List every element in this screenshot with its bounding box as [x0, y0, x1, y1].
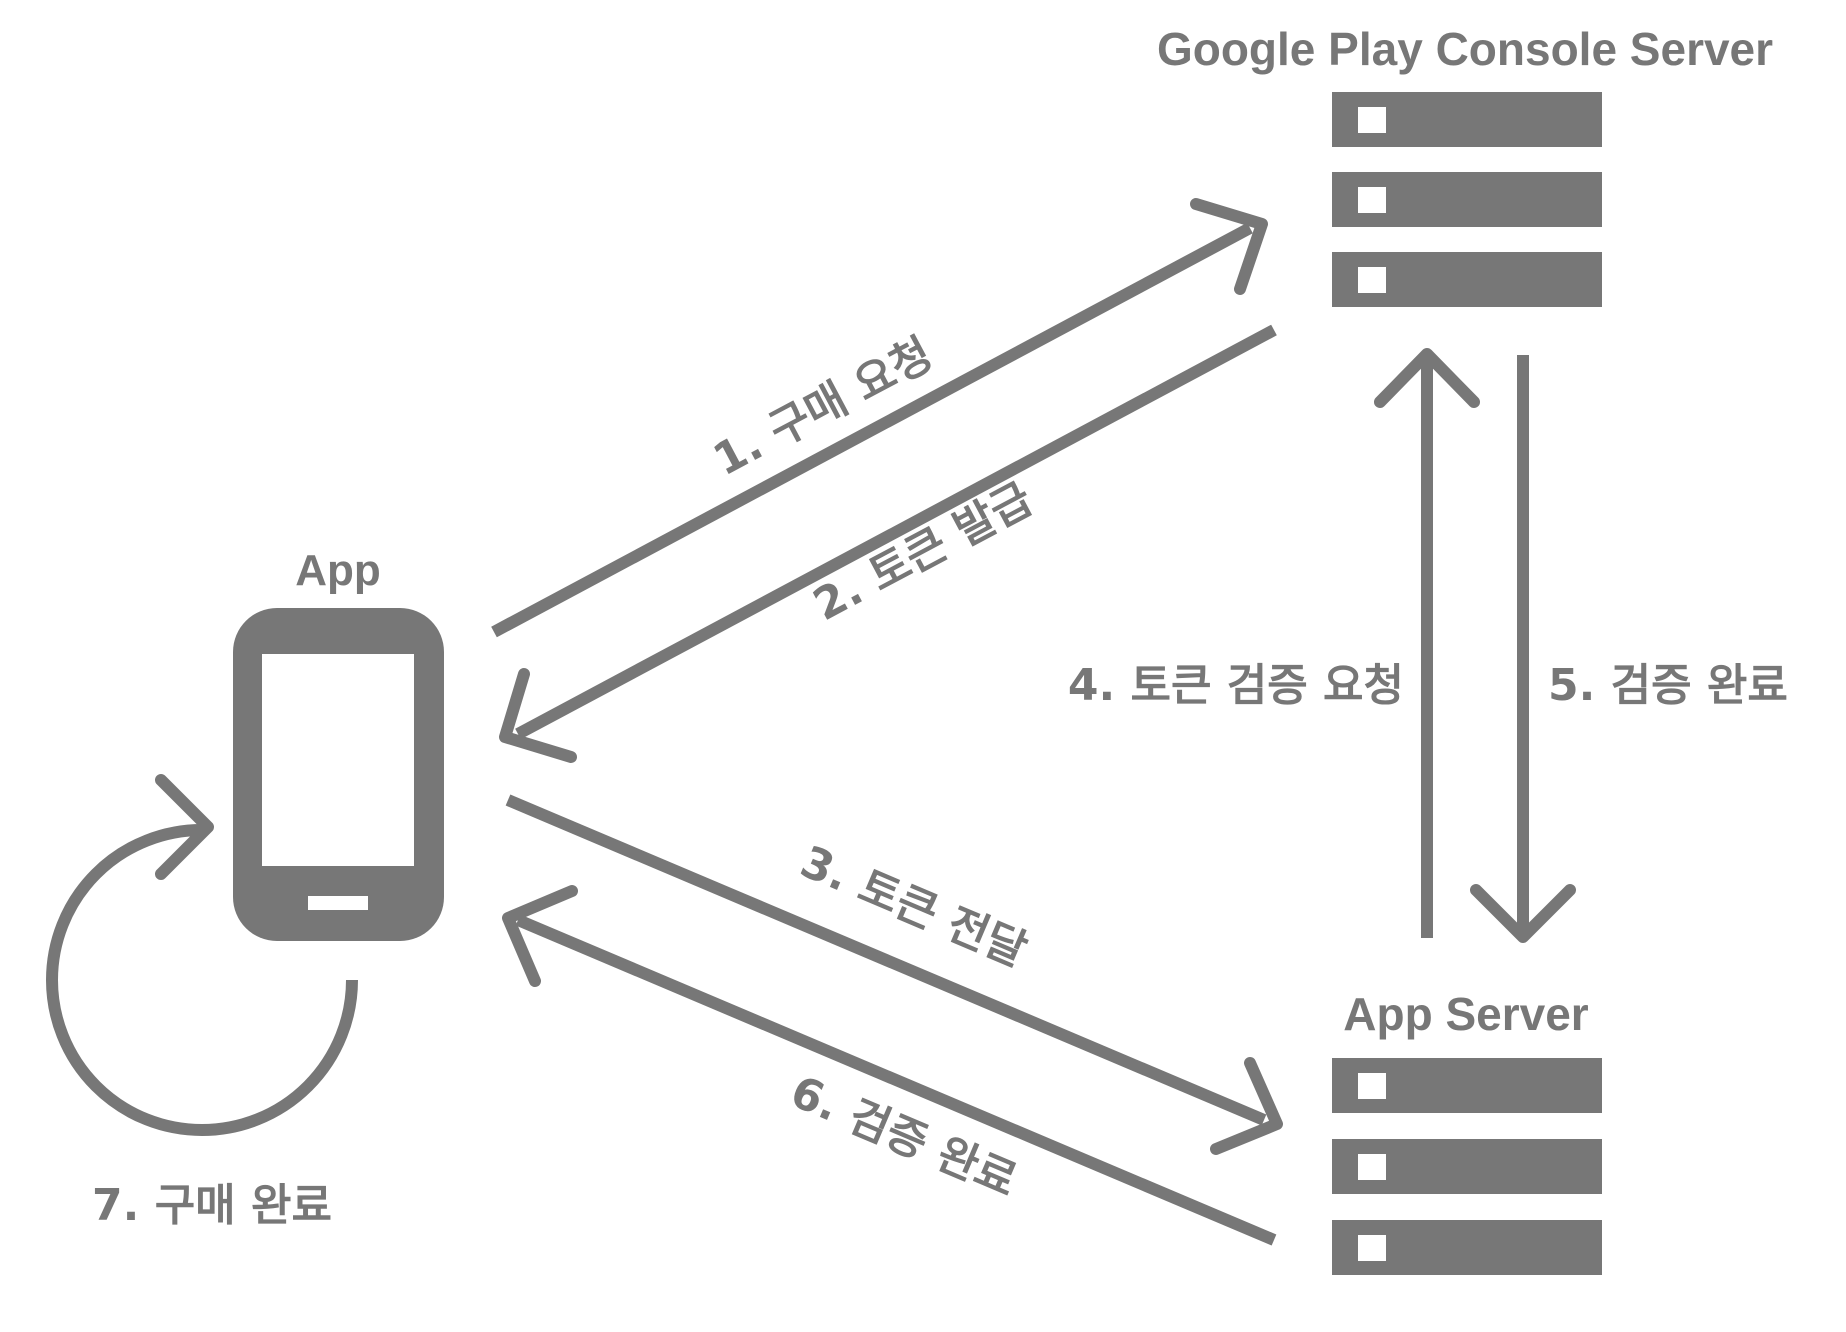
step3-label: 3. 토큰 전달	[793, 836, 1034, 977]
google-server-node: Google Play Console Server	[1157, 23, 1773, 307]
step5-label: 5. 검증 완료	[1548, 660, 1788, 711]
step7-label: 7. 구매 완료	[92, 1180, 332, 1231]
google-server-label: Google Play Console Server	[1157, 23, 1773, 75]
arrow-step7-head	[155, 774, 214, 880]
app-node: App	[233, 546, 444, 941]
arrow-step1-head	[1190, 198, 1268, 295]
google-server-icon	[1332, 92, 1602, 307]
app-server-light-1	[1358, 1073, 1386, 1099]
google-server-light-1	[1358, 107, 1386, 133]
app-label: App	[295, 546, 381, 595]
loop-arrow-icon	[46, 774, 358, 1136]
arrow-step2-shaft	[515, 324, 1277, 740]
arrow-step1-shaft	[491, 222, 1253, 638]
arrow-step2	[499, 324, 1277, 763]
arrow-step6	[502, 885, 1277, 1246]
arrow-step3-head	[1210, 1057, 1283, 1155]
arrow-step7-loop	[46, 824, 358, 1136]
arrow-step4	[1374, 348, 1480, 938]
arrow-step5	[1470, 355, 1576, 943]
arrow-step5-head	[1470, 884, 1576, 943]
app-server-label: App Server	[1343, 988, 1589, 1040]
smartphone-icon	[233, 608, 444, 941]
app-server-light-3	[1358, 1235, 1386, 1261]
arrow-step4-head	[1374, 348, 1480, 408]
arrow-step6-head	[502, 885, 578, 987]
step4-label: 4. 토큰 검증 요청	[1068, 660, 1404, 711]
google-server-light-3	[1358, 267, 1386, 293]
arrow-step3	[505, 794, 1283, 1155]
app-server-light-2	[1358, 1154, 1386, 1180]
arrow-step3-shaft	[505, 794, 1267, 1126]
phone-home-button	[308, 896, 368, 910]
app-server-node: App Server	[1332, 988, 1602, 1275]
arrow-step6-shaft	[515, 914, 1277, 1246]
google-server-light-2	[1358, 187, 1386, 213]
app-server-icon	[1332, 1058, 1602, 1275]
phone-screen	[262, 654, 414, 866]
arrow-step2-head	[499, 668, 577, 763]
arrow-step1	[491, 198, 1268, 638]
step2-label: 2. 토큰 발급	[805, 473, 1041, 631]
